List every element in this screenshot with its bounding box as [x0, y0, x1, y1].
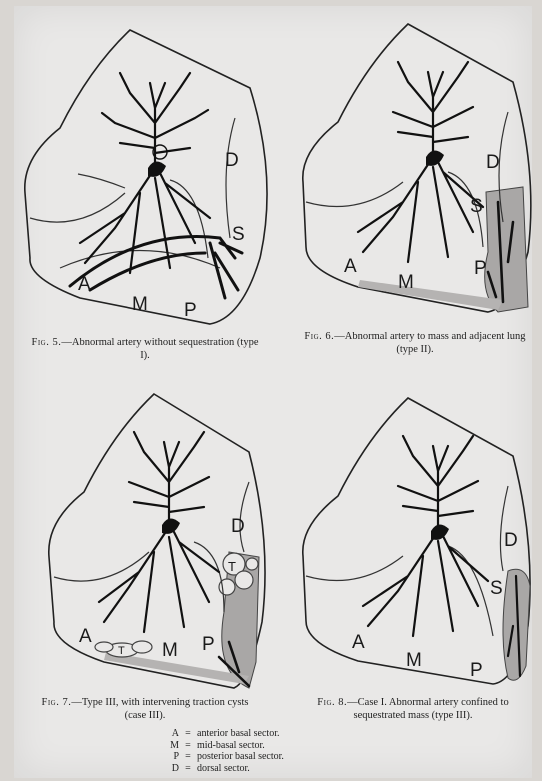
label-S: S [232, 224, 245, 245]
legend-key: M [165, 740, 179, 752]
legend-equals: = [179, 763, 197, 775]
figure-8-caption: Fig. 8.—Case I. Abnormal artery confined… [298, 696, 528, 722]
figure-7-caption: Fig. 7.—Type III, with intervening tract… [30, 696, 260, 722]
label-A: A [352, 632, 365, 653]
caption-lead: Fig. 8. [317, 697, 347, 708]
label-T: T [228, 559, 236, 574]
legend-text: dorsal sector. [197, 763, 250, 774]
legend-text: anterior basal sector. [197, 728, 279, 739]
figure-8-diagram: D S A M P [298, 396, 533, 686]
legend-text: posterior basal sector. [197, 751, 284, 762]
legend-key: P [165, 751, 179, 763]
label-P: P [474, 258, 487, 279]
caption-text: —Type III, with intervening traction cys… [71, 697, 248, 721]
label-P: P [202, 634, 215, 655]
label-A: A [78, 274, 91, 295]
legend-equals: = [179, 740, 197, 752]
label-D: D [504, 530, 518, 551]
legend-equals: = [179, 728, 197, 740]
legend-row: A=anterior basal sector. [165, 728, 284, 740]
label-S: S [490, 578, 503, 599]
legend-row: M=mid-basal sector. [165, 740, 284, 752]
legend-equals: = [179, 751, 197, 763]
caption-text: —Abnormal artery without sequestration (… [61, 337, 258, 361]
label-M: M [398, 272, 414, 293]
label-M: M [406, 650, 422, 671]
figure-5-caption: Fig. 5.—Abnormal artery without sequestr… [30, 336, 260, 362]
figure-6-caption: Fig. 6.—Abnormal artery to mass and adja… [300, 330, 530, 356]
label-A: A [344, 256, 357, 277]
label-D: D [225, 150, 239, 171]
label-D: D [231, 516, 245, 537]
lung-diagram: D S A M P [298, 22, 533, 312]
legend-key: A [165, 728, 179, 740]
lung-diagram: D S A M P [298, 396, 533, 686]
caption-text: —Abnormal artery to mass and adjacent lu… [334, 331, 525, 355]
caption-lead: Fig. 6. [304, 331, 334, 342]
label-S: S [470, 196, 483, 217]
legend-text: mid-basal sector. [197, 740, 265, 751]
label-A: A [79, 626, 92, 647]
lung-diagram: D T T A M P [44, 392, 274, 692]
figure-5-diagram: D S A M P [20, 28, 270, 328]
label-D: D [486, 152, 500, 173]
label-T: T [118, 645, 125, 657]
legend-key: D [165, 763, 179, 775]
sector-legend: A=anterior basal sector. M=mid-basal sec… [165, 728, 284, 774]
lung-diagram: D S A M P [20, 28, 270, 328]
legend-row: P=posterior basal sector. [165, 751, 284, 763]
label-M: M [132, 294, 148, 315]
label-M: M [162, 640, 178, 661]
caption-lead: Fig. 5. [32, 337, 62, 348]
label-P: P [184, 300, 197, 321]
label-P: P [470, 660, 483, 681]
legend-row: D=dorsal sector. [165, 763, 284, 775]
caption-lead: Fig. 7. [42, 697, 72, 708]
caption-text: —Case I. Abnormal artery confined to seq… [347, 697, 509, 721]
figure-6-diagram: D S A M P [298, 22, 533, 312]
figure-7-diagram: D T T A M P [44, 392, 274, 692]
